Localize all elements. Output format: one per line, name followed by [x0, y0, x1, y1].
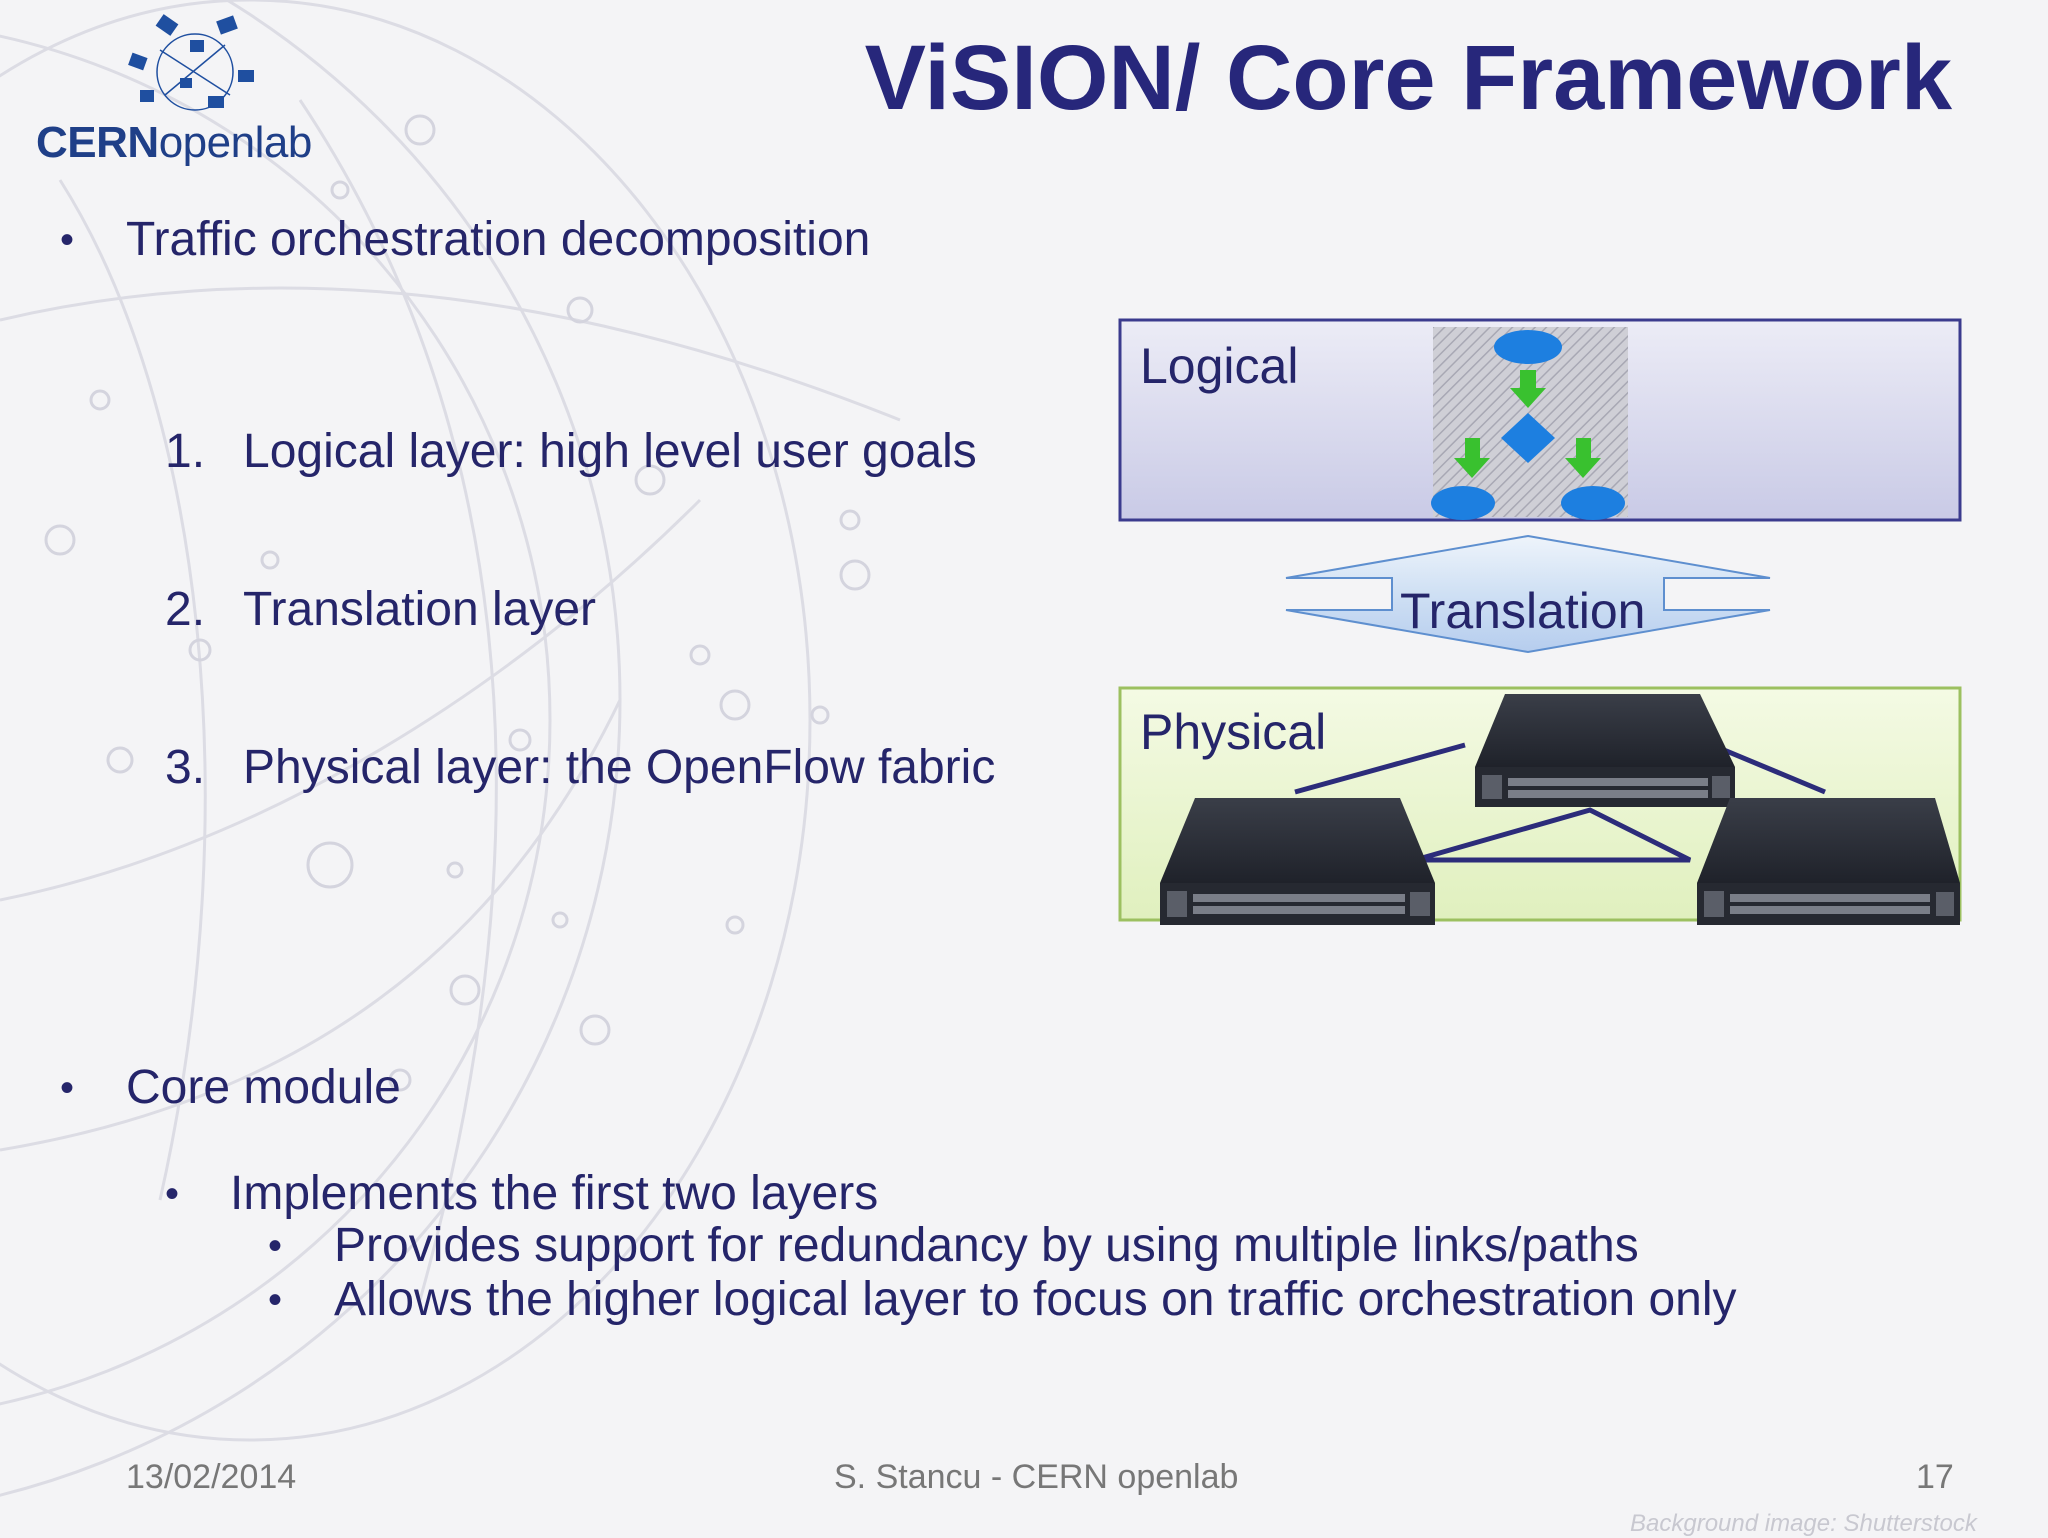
page-number: 17 [1916, 1458, 1954, 1496]
logical-label: Logical [1140, 338, 1299, 394]
list-number: 1. [165, 425, 206, 478]
bullet-dot: • [60, 218, 75, 262]
bullet-dot: • [165, 1172, 180, 1216]
sub-sub-bullet-redundancy: Provides support for redundancy by using… [334, 1219, 1639, 1272]
list-item-physical-layer: Physical layer: the OpenFlow fabric [243, 741, 996, 794]
translation-arrow [1285, 534, 1771, 654]
layer-diagram [1118, 318, 1962, 925]
footer-date: 13/02/2014 [126, 1458, 297, 1496]
bullet-dot: • [60, 1066, 75, 1110]
logo-wordmark: CERNopenlab [36, 118, 312, 167]
footer-author: S. Stancu - CERN openlab [834, 1458, 1239, 1496]
bullet-dot: • [268, 1224, 283, 1268]
network-switch-icon [1697, 798, 1960, 925]
bullet-dot: • [268, 1278, 283, 1322]
page-title: ViSION/ Core Framework [864, 27, 1952, 129]
translation-label: Translation [1400, 583, 1646, 639]
sub-sub-bullet-focus: Allows the higher logical layer to focus… [334, 1273, 1737, 1326]
list-number: 2. [165, 583, 206, 636]
physical-label: Physical [1140, 704, 1327, 760]
list-number: 3. [165, 741, 206, 794]
logo-mark-icon [128, 14, 254, 111]
bullet-core-module: Core module [126, 1061, 401, 1114]
flowchart-icon [1431, 327, 1628, 520]
list-item-logical-layer: Logical layer: high level user goals [243, 425, 977, 478]
sub-bullet-implements: Implements the first two layers [230, 1167, 879, 1220]
network-switch-icon [1475, 694, 1735, 807]
cern-openlab-logo: CERNopenlab [30, 10, 312, 180]
background-credit: Background image: Shutterstock [1630, 1510, 1977, 1537]
list-item-translation-layer: Translation layer [243, 583, 597, 636]
bullet-traffic-orchestration: Traffic orchestration decomposition [126, 213, 871, 266]
network-switch-icon [1160, 798, 1435, 925]
